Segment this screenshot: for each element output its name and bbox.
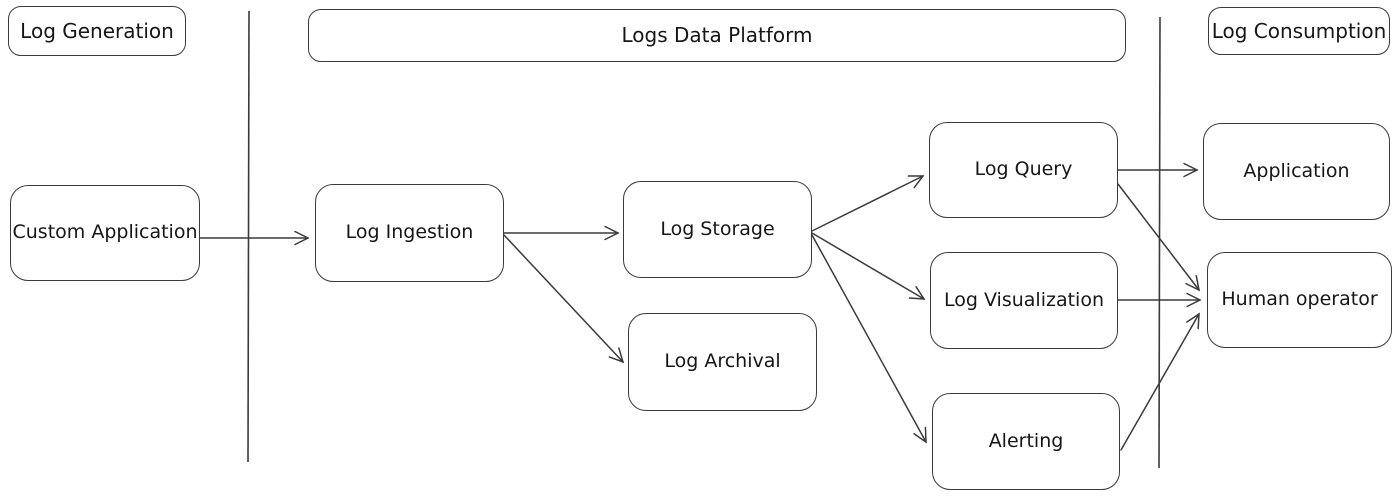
node-label: Application bbox=[1243, 159, 1350, 182]
node-label: Log Query bbox=[974, 158, 1073, 181]
section-header-logs-data-platform: Logs Data Platform bbox=[308, 9, 1126, 62]
section-label: Log Generation bbox=[20, 18, 174, 43]
node-label: Human operator bbox=[1221, 288, 1378, 311]
section-header-log-generation: Log Generation bbox=[8, 6, 186, 56]
node-log-archival: Log Archival bbox=[628, 313, 817, 411]
divider-generation-platform bbox=[247, 10, 250, 463]
edge-log-storage-to-log-visualization bbox=[811, 232, 926, 300]
node-label: Log Archival bbox=[664, 350, 781, 373]
section-label: Log Consumption bbox=[1211, 18, 1387, 43]
node-log-query: Log Query bbox=[929, 122, 1118, 218]
node-human-operator: Human operator bbox=[1207, 252, 1392, 348]
node-label: Log Storage bbox=[660, 217, 775, 240]
edge-log-query-to-human-operator bbox=[1117, 183, 1201, 292]
edge-log-storage-to-alerting bbox=[811, 234, 927, 444]
node-log-visualization: Log Visualization bbox=[930, 252, 1118, 349]
edge-log-ingestion-to-log-archival bbox=[503, 234, 625, 364]
node-label: Log Visualization bbox=[944, 288, 1104, 311]
node-label: Alerting bbox=[988, 429, 1064, 452]
node-label: Custom Application bbox=[12, 221, 198, 244]
node-log-storage: Log Storage bbox=[623, 181, 812, 278]
node-label: Log Ingestion bbox=[345, 221, 474, 244]
node-log-ingestion: Log Ingestion bbox=[315, 184, 504, 282]
edge-alerting-to-human-operator bbox=[1120, 312, 1200, 451]
section-header-log-consumption: Log Consumption bbox=[1208, 7, 1390, 55]
divider-platform-consumption bbox=[1158, 16, 1161, 469]
node-custom-application: Custom Application bbox=[10, 185, 200, 281]
section-label: Logs Data Platform bbox=[621, 23, 813, 47]
node-alerting: Alerting bbox=[932, 393, 1120, 490]
node-application: Application bbox=[1203, 123, 1390, 220]
edge-log-storage-to-log-query bbox=[811, 175, 925, 232]
